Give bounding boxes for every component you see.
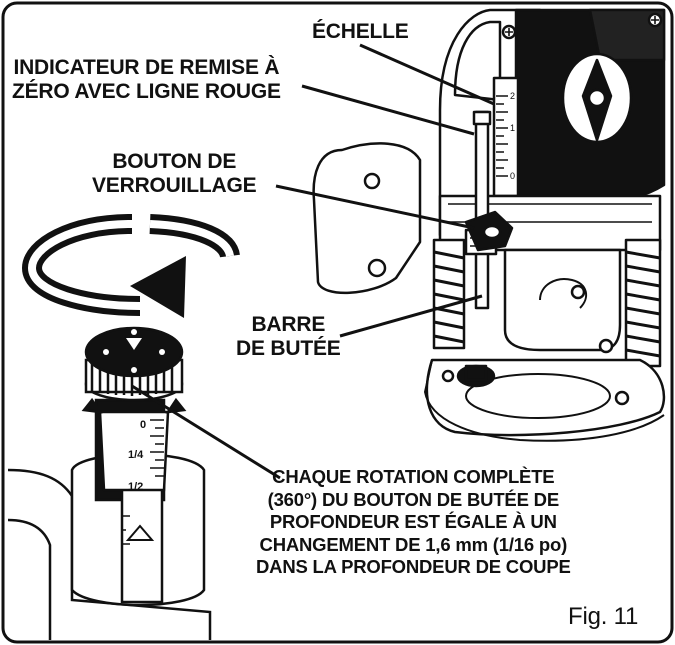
label-chaque-line-1: CHAQUE ROTATION COMPLÈTE [272, 466, 555, 487]
router-scale-ticks [496, 95, 508, 177]
label-bouton: BOUTON DE VERROUILLAGE [92, 150, 257, 199]
knob-tick-1-4: 1/4 [128, 449, 144, 461]
rotation-arrow-icon [21, 214, 240, 318]
label-echelle-text: ÉCHELLE [312, 20, 409, 43]
leader-lines [131, 43, 495, 480]
label-bouton-line-2: VERROUILLAGE [92, 174, 257, 198]
leader-barre [339, 294, 483, 338]
router-tick-1: 1 [510, 123, 515, 133]
label-chaque-line-4: CHANGEMENT DE 1,6 mm (1/16 po) [259, 533, 568, 555]
label-chaque-line-5: DANS LA PROFONDEUR DE COUPE [256, 556, 571, 578]
label-indicateur-line-2: ZÉRO AVEC LIGNE ROUGE [12, 80, 281, 104]
label-chaque-line-2: (360°) DU BOUTON DE BUTÉE DE [267, 488, 560, 510]
leader-indicateur [301, 84, 475, 136]
depth-stop-knob [7, 326, 212, 640]
label-indicateur: INDICATEUR DE REMISE À ZÉRO AVEC LIGNE R… [12, 56, 281, 105]
label-chaque-line-3: PROFONDEUR EST ÉGALE À UN [269, 511, 557, 533]
label-barre: BARRE DE BUTÉE [236, 313, 341, 362]
leader-echelle [359, 43, 495, 106]
leader-chaque [131, 384, 281, 480]
router-body [312, 8, 666, 442]
leader-bouton [275, 184, 475, 230]
triangle-indicator-icon [125, 524, 155, 541]
label-chaque: CHAQUE ROTATION COMPLÈTE (360°) DU BOUTO… [256, 466, 571, 579]
label-echelle: ÉCHELLE [312, 20, 409, 44]
label-barre-line-1: BARRE [251, 313, 326, 336]
label-barre-line-2: DE BUTÉE [236, 337, 341, 361]
router-tick-2: 2 [510, 91, 515, 101]
label-bouton-line-1: BOUTON DE [112, 150, 237, 173]
router-tick-0: 0 [510, 171, 515, 181]
knob-tick-1-2: 1/2 [128, 481, 143, 493]
knob-tick-0: 0 [140, 419, 146, 431]
figure-number: Fig. 11 [568, 603, 639, 630]
label-indicateur-line-1: INDICATEUR DE REMISE À [13, 56, 280, 79]
